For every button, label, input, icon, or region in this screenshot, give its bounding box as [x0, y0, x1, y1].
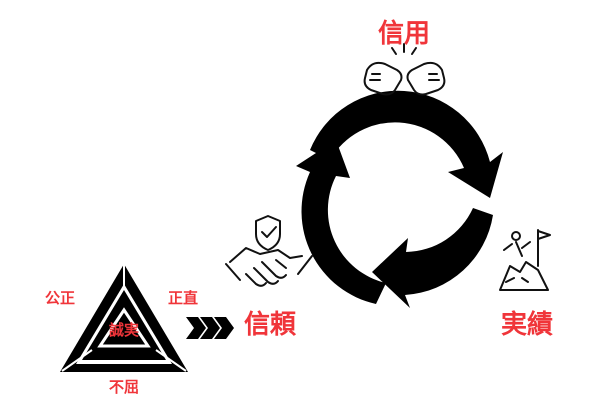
label-jisseki: 実績: [501, 309, 553, 340]
label-shinrai: 信頼: [244, 310, 297, 340]
label-fukutsu: 不屈: [109, 378, 139, 396]
fist-bump-icon: [363, 43, 446, 96]
triangle-icon: [60, 264, 188, 372]
chevrons-icon: [186, 317, 234, 339]
handshake-shield-icon: [225, 215, 313, 287]
label-shinyo: 信用: [378, 19, 430, 49]
summit-flag-icon: [499, 229, 551, 291]
label-kosei: 公正: [45, 289, 75, 307]
label-seijitsu: 誠実: [109, 321, 139, 339]
label-shochoku: 正直: [168, 289, 198, 307]
cycle-arrows-icon: [296, 90, 503, 308]
